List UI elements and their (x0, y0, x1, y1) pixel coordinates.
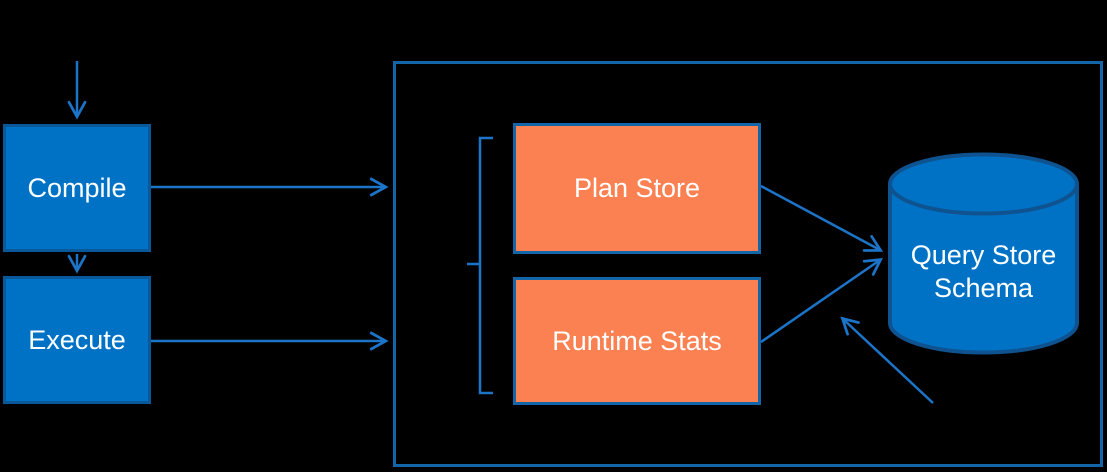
runtime-stats-to-schema-arrow (760, 257, 883, 344)
compile-label: Compile (27, 172, 127, 203)
external-to-schema-arrow (840, 316, 934, 404)
runtime-stats-node: Runtime Stats (513, 277, 761, 405)
cylinder-top (888, 152, 1079, 216)
query-store-schema-cylinder (888, 152, 1079, 355)
compile-node: Compile (3, 124, 151, 252)
execute-node: Execute (3, 276, 151, 404)
process-container (393, 61, 1103, 467)
plan-store-to-schema-arrow (760, 184, 884, 252)
query-store-schema-label: Query Store Schema (910, 240, 1057, 303)
execute-label: Execute (28, 324, 126, 355)
runtime-stats-label: Runtime Stats (552, 325, 722, 356)
cylinder-body (888, 184, 1079, 355)
plan-store-node: Plan Store (513, 123, 761, 254)
grouping-bracket (467, 136, 493, 395)
plan-store-label: Plan Store (573, 173, 701, 203)
